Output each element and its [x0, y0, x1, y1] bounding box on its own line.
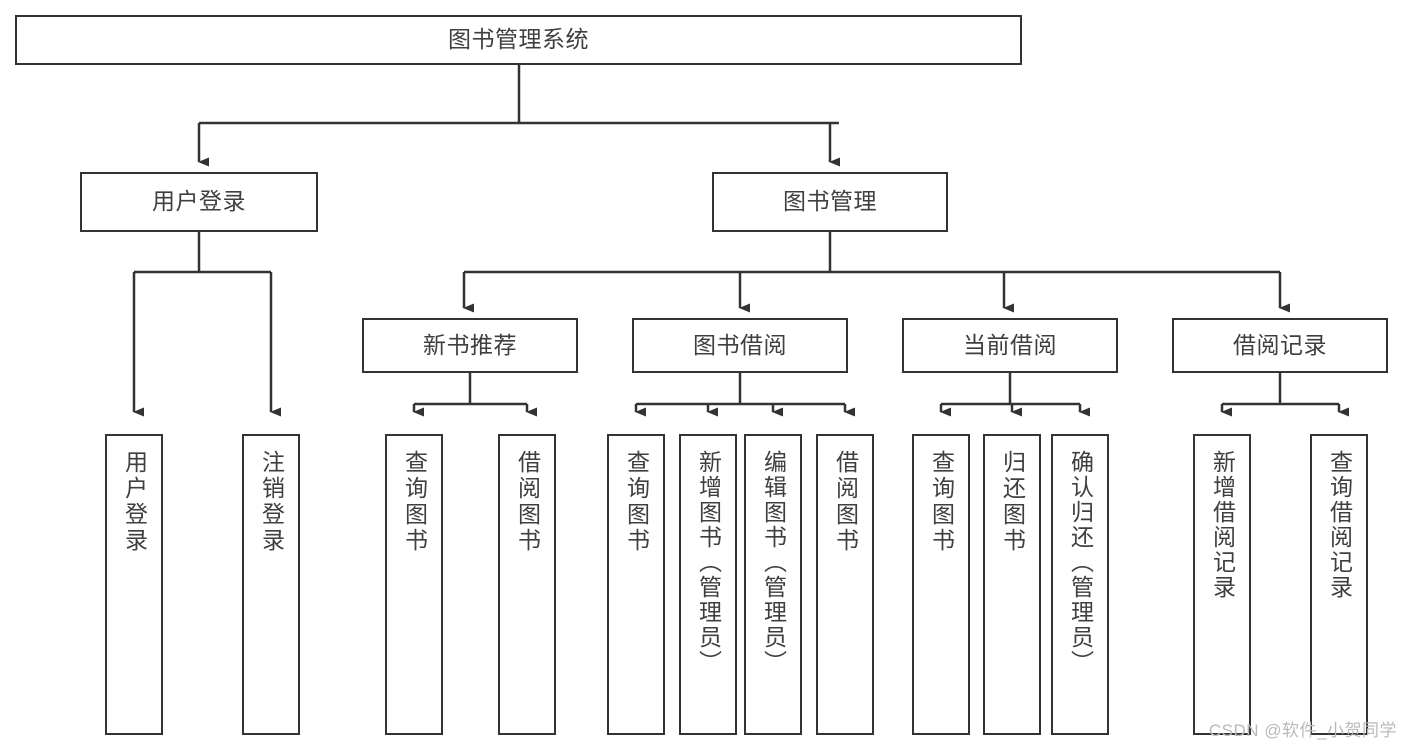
node-user-login-label: 用户登录 [152, 188, 246, 215]
node-leaf-query-book-1-label: 查询图书 [401, 450, 428, 554]
node-leaf-query-record-label: 查询借阅记录 [1326, 450, 1353, 600]
node-leaf-add-record-label: 新增借阅记录 [1209, 450, 1236, 600]
node-leaf-user-login-label: 用户登录 [121, 450, 148, 554]
node-leaf-query-book-2-label: 查询图书 [623, 450, 650, 554]
node-leaf-borrow-book-2[interactable]: 借阅图书 [816, 434, 874, 735]
node-leaf-return-book[interactable]: 归还图书 [983, 434, 1041, 735]
node-leaf-borrow-book-2-label: 借阅图书 [832, 450, 859, 554]
node-leaf-query-book-3-label: 查询图书 [928, 450, 955, 554]
node-borrow-record[interactable]: 借阅记录 [1172, 318, 1388, 373]
node-leaf-logout-login[interactable]: 注销登录 [242, 434, 300, 735]
node-leaf-add-record[interactable]: 新增借阅记录 [1193, 434, 1251, 735]
node-leaf-logout-login-label: 注销登录 [258, 450, 285, 554]
watermark-text: CSDN @软件_小贺同学 [1208, 721, 1397, 740]
node-leaf-query-book-1[interactable]: 查询图书 [385, 434, 443, 735]
node-leaf-edit-book[interactable]: 编辑图书（管理员） [744, 434, 802, 735]
node-current-borrow-label: 当前借阅 [963, 331, 1057, 358]
node-new-book-recommend[interactable]: 新书推荐 [362, 318, 578, 373]
node-new-book-recommend-label: 新书推荐 [423, 331, 517, 358]
node-leaf-edit-book-label: 编辑图书（管理员） [760, 450, 787, 675]
node-current-borrow[interactable]: 当前借阅 [902, 318, 1118, 373]
node-user-login[interactable]: 用户登录 [80, 172, 318, 232]
node-book-borrow[interactable]: 图书借阅 [632, 318, 848, 373]
node-leaf-confirm-return-label: 确认归还（管理员） [1067, 450, 1094, 675]
node-book-management-label: 图书管理 [783, 188, 877, 215]
node-leaf-return-book-label: 归还图书 [999, 450, 1026, 554]
node-leaf-user-login[interactable]: 用户登录 [105, 434, 163, 735]
node-book-management[interactable]: 图书管理 [712, 172, 948, 232]
node-book-borrow-label: 图书借阅 [693, 331, 787, 358]
node-leaf-add-book[interactable]: 新增图书（管理员） [679, 434, 737, 735]
node-root[interactable]: 图书管理系统 [15, 15, 1022, 65]
node-leaf-confirm-return[interactable]: 确认归还（管理员） [1051, 434, 1109, 735]
node-leaf-borrow-book-1-label: 借阅图书 [514, 450, 541, 554]
node-leaf-borrow-book-1[interactable]: 借阅图书 [498, 434, 556, 735]
node-borrow-record-label: 借阅记录 [1233, 331, 1327, 358]
node-leaf-query-book-3[interactable]: 查询图书 [912, 434, 970, 735]
node-leaf-query-record[interactable]: 查询借阅记录 [1310, 434, 1368, 735]
node-leaf-add-book-label: 新增图书（管理员） [695, 450, 722, 675]
node-leaf-query-book-2[interactable]: 查询图书 [607, 434, 665, 735]
node-root-label: 图书管理系统 [448, 26, 589, 53]
